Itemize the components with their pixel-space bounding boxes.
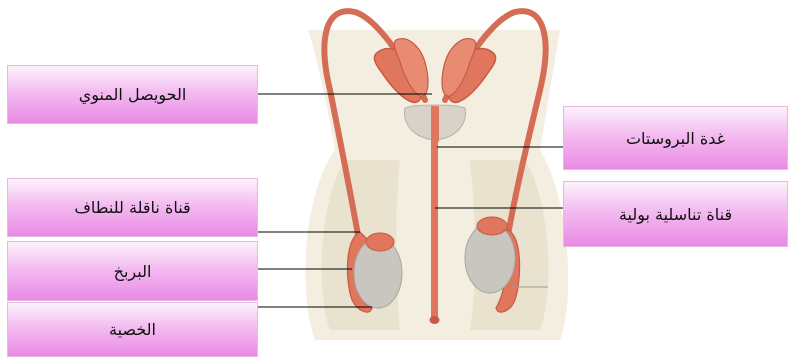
label-prostate: غدة البروستات (563, 106, 788, 170)
label-vas-deferens: قناة ناقلة للنطاف (7, 178, 258, 237)
label-seminal-vesicle: الحويصل المنوي (7, 65, 258, 124)
left-epididymis-head (366, 233, 394, 251)
prostate-duct (431, 106, 439, 142)
label-testis: الخصية (7, 302, 258, 357)
urethra-tip (430, 316, 440, 324)
label-epididymis: البربخ (7, 241, 258, 301)
label-urethra: قناة تناسلية بولية (563, 181, 788, 247)
urethra-tube (431, 140, 438, 320)
right-epididymis-head (477, 217, 507, 235)
